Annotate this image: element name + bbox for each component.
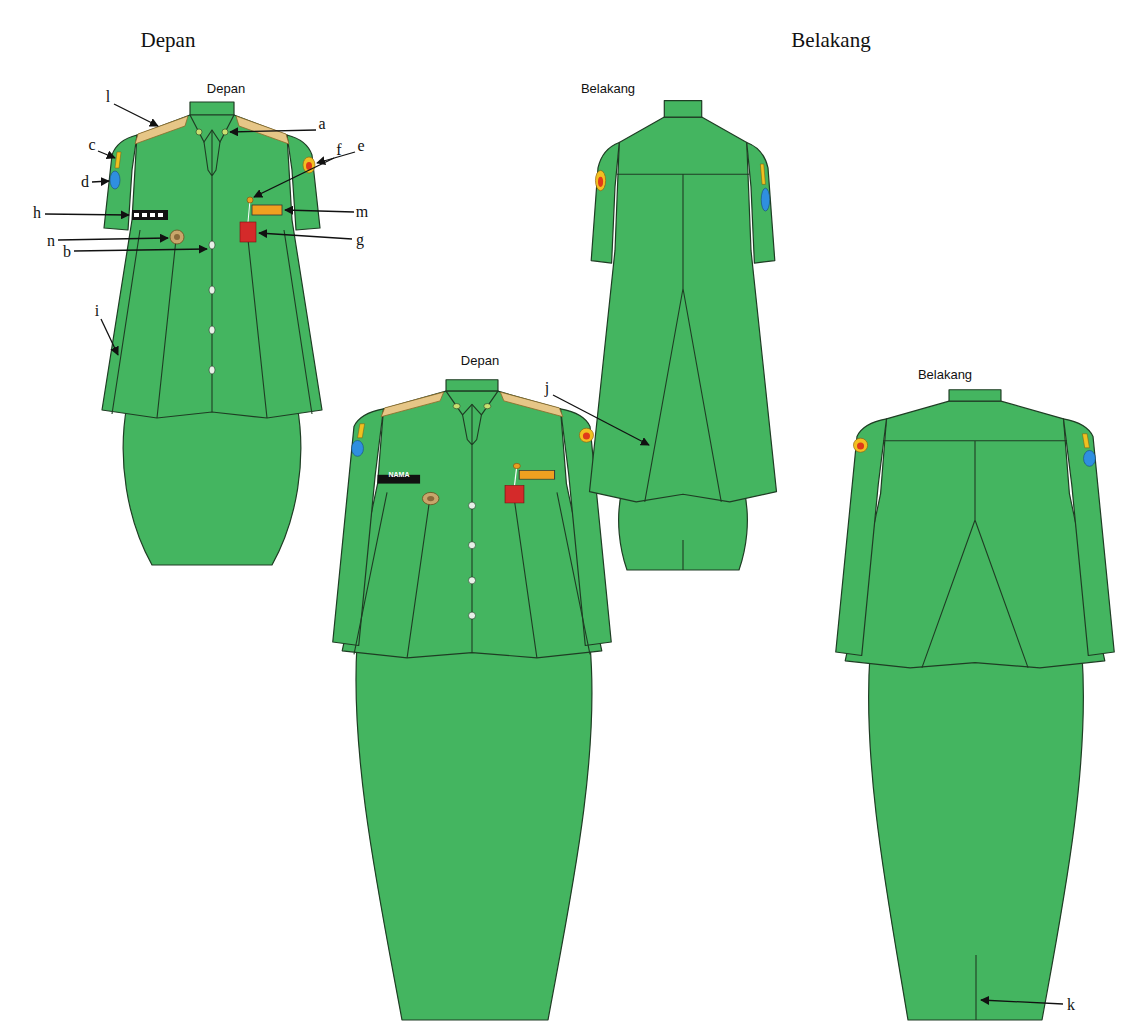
back-long-figure (836, 390, 1114, 1020)
callout-letter: d (81, 174, 89, 190)
figure-heading: Belakang (581, 82, 635, 95)
front-long-figure (333, 380, 611, 1020)
view-heading: Belakang (791, 30, 870, 51)
callout-letter: g (356, 232, 364, 248)
callout-letter: a (318, 116, 325, 132)
view-heading: Depan (141, 30, 196, 51)
callout-letter: l (106, 89, 110, 105)
name-plate-text: NAMA (389, 471, 410, 478)
callout-letter: h (33, 205, 41, 221)
leader-lines (45, 104, 1063, 1004)
figure-heading: Belakang (918, 368, 972, 381)
callout-letter: j (545, 380, 549, 396)
callout-letter: n (47, 233, 55, 249)
figure-heading: Depan (461, 354, 499, 367)
callout-letter: f (336, 142, 341, 158)
callout-letter: k (1067, 997, 1075, 1013)
callout-letter: i (95, 303, 99, 319)
back-short-figure (590, 101, 777, 570)
callout-letter: b (63, 244, 71, 260)
callout-letter: m (356, 204, 368, 220)
callout-letter: e (357, 138, 364, 154)
callout-letter: c (88, 137, 95, 153)
figure-heading: Depan (207, 82, 245, 95)
front-short-figure (102, 102, 322, 565)
